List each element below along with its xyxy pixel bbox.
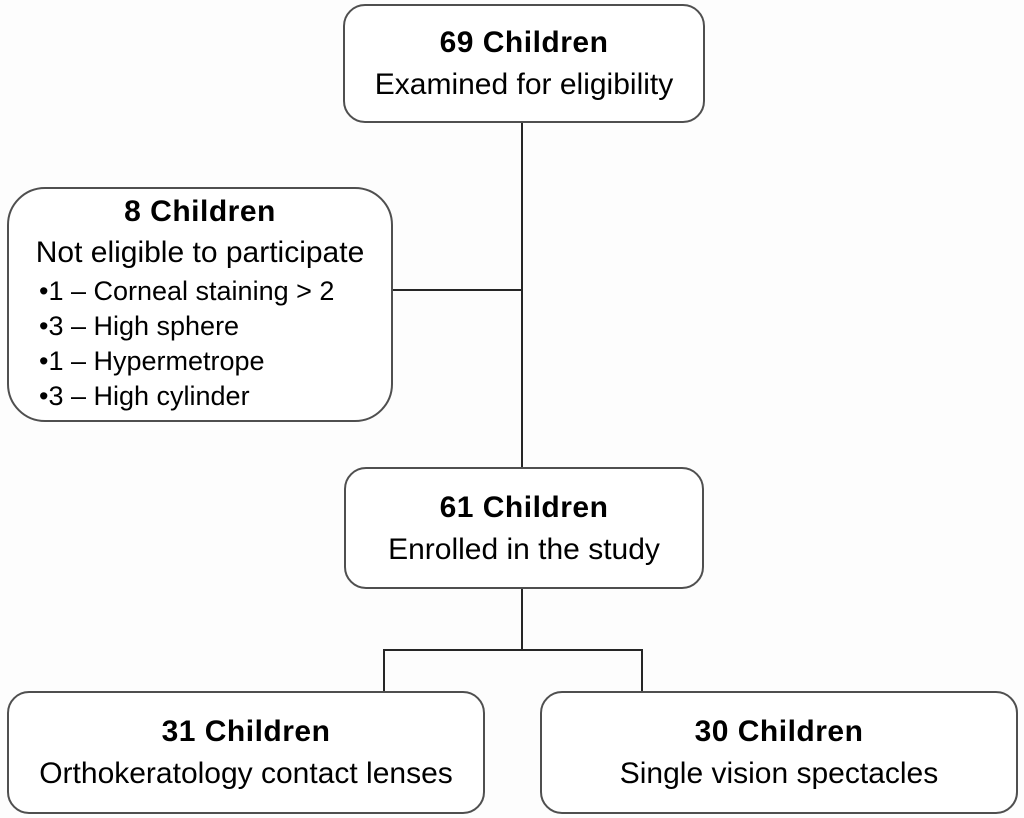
box-enrolled: 61 Children Enrolled in the study [344, 467, 704, 589]
connector-enrolled-down [521, 589, 523, 651]
enrolled-count: 61 Children [439, 490, 609, 524]
connector-branch-left [383, 649, 385, 692]
connector-branch-right [641, 649, 643, 692]
box-examined-for-eligibility: 69 Children Examined for eligibility [343, 4, 705, 123]
eligibility-count: 69 Children [439, 26, 609, 59]
reason-item: •1 – Hypermetrope [39, 346, 265, 376]
orthokeratology-count: 31 Children [161, 715, 331, 748]
not-eligible-count: 8 Children [124, 195, 276, 228]
reason-item: •3 – High cylinder [39, 381, 250, 411]
connector-eligibility-to-enrolled [521, 123, 523, 468]
not-eligible-label: Not eligible to participate [35, 236, 365, 269]
eligibility-label: Examined for eligibility [374, 68, 674, 101]
spectacles-count: 30 Children [694, 715, 864, 748]
enrolled-label: Enrolled in the study [388, 532, 660, 566]
connector-to-not-eligible [393, 289, 522, 291]
box-not-eligible: 8 Children Not eligible to participate •… [7, 187, 393, 422]
spectacles-label: Single vision spectacles [619, 757, 939, 790]
not-eligible-reasons: •1 – Corneal staining > 2 •3 – High sphe… [9, 274, 391, 414]
reason-item: •1 – Corneal staining > 2 [39, 276, 335, 306]
box-spectacles-arm: 30 Children Single vision spectacles [540, 691, 1018, 814]
box-orthokeratology-arm: 31 Children Orthokeratology contact lens… [7, 691, 485, 814]
orthokeratology-label: Orthokeratology contact lenses [39, 757, 453, 790]
reason-item: •3 – High sphere [39, 311, 240, 341]
connector-branch-horizontal [383, 649, 643, 651]
